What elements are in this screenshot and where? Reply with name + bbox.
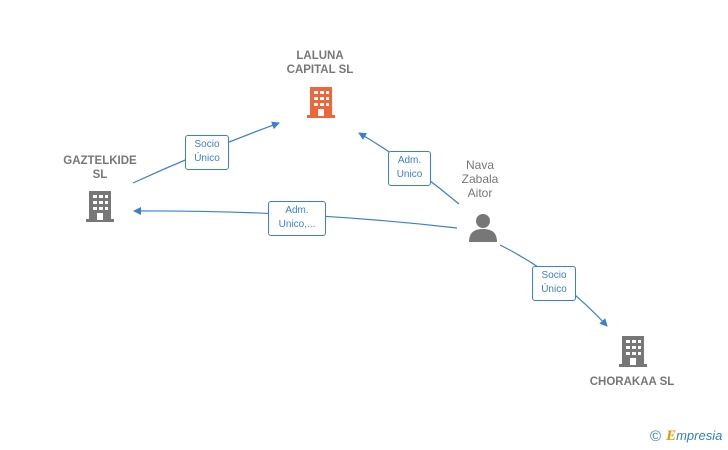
relation-label-person-chorakaa: Socio Único	[532, 266, 576, 301]
gaztelkide-company-label[interactable]: GAZTELKIDE SL	[63, 155, 137, 181]
relation-label-gaztelkide-laluna: Socio Único	[185, 135, 229, 170]
brand-logo: Empresia	[666, 428, 722, 445]
brand-footer: © Empresia	[650, 428, 722, 445]
gaztelkide-building-icon[interactable]	[84, 189, 116, 223]
copyright-icon: ©	[650, 428, 662, 445]
person-icon[interactable]	[467, 211, 499, 243]
brand-name: mpresia	[676, 428, 723, 443]
laluna-building-icon[interactable]	[305, 85, 337, 119]
person-name-label[interactable]: Nava Zabala Aitor	[461, 158, 499, 200]
relation-label-person-gaztelkide: Adm. Unico,...	[268, 201, 326, 236]
brand-initial: E	[666, 428, 677, 444]
laluna-company-label[interactable]: LALUNA CAPITAL SL	[286, 50, 354, 76]
chorakaa-company-label[interactable]: CHORAKAA SL	[589, 376, 675, 388]
chorakaa-building-icon[interactable]	[617, 334, 649, 368]
relation-label-person-laluna: Adm. Unico	[388, 151, 431, 186]
